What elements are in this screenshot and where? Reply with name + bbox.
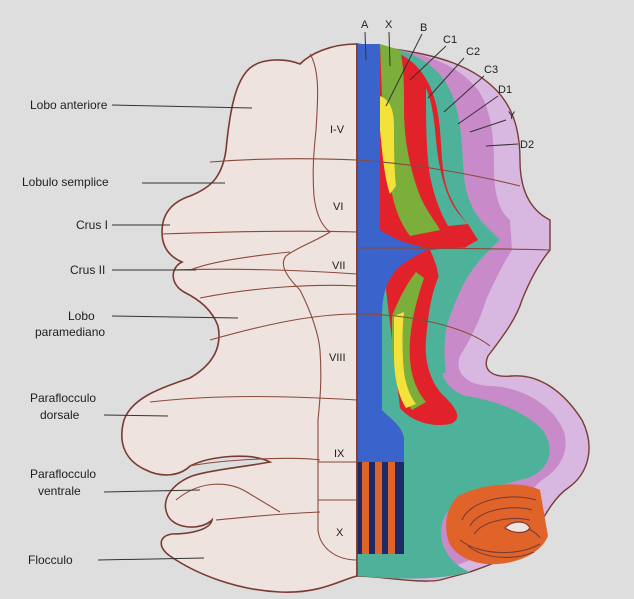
label-lobulo-semplice: Lobulo semplice [22,175,109,189]
lobule-I-V: I-V [330,124,345,136]
label-lobo-paramediano-line2: paramediano [35,325,105,339]
zone-C2-inner-lower [430,247,490,376]
zone-label-C1: C1 [443,34,457,46]
label-paraflocculo-dorsale-line1: Paraflocculo [30,391,96,405]
fissure-lines [149,158,551,521]
lobule-IX: IX [334,448,345,460]
zone-label-B: B [420,22,427,34]
zone-label-X: X [385,19,393,31]
zone-B-upper [380,96,396,194]
label-paraflocculo-ventrale-line2: ventrale [38,484,81,498]
zone-label-A: A [361,19,369,31]
zone-label-D2: D2 [520,139,534,151]
label-flocculo: Flocculo [28,553,73,567]
zone-label-D1: D1 [498,84,512,96]
zone-X-region [380,44,440,236]
lobule-VI: VI [333,201,343,213]
zone-B-lower [394,312,416,408]
zone-label-Y: Y [508,110,516,122]
flocculus-notch [504,521,531,534]
zone-C2-inner [426,88,468,226]
label-crus-2: Crus II [70,263,105,277]
lobule-VIII: VIII [329,352,346,364]
label-paraflocculo-ventrale-line1: Paraflocculo [30,467,96,481]
label-crus-1: Crus I [76,218,108,232]
leader-lines [97,31,519,561]
vermis-stripes [362,462,395,554]
left-hemisphere [121,43,358,593]
flocculus-stripes [446,484,548,565]
zone-label-C2: C2 [466,46,480,58]
zone-A-region [357,44,430,462]
label-lobo-anteriore: Lobo anteriore [30,98,108,112]
label-lobo-paramediano-line1: Lobo [68,309,95,323]
vermis-borders [189,53,358,561]
lobule-VII: VII [332,260,345,272]
label-paraflocculo-dorsale-line2: dorsale [40,408,80,422]
zone-label-C3: C3 [484,64,498,76]
lobule-X: X [336,527,344,539]
